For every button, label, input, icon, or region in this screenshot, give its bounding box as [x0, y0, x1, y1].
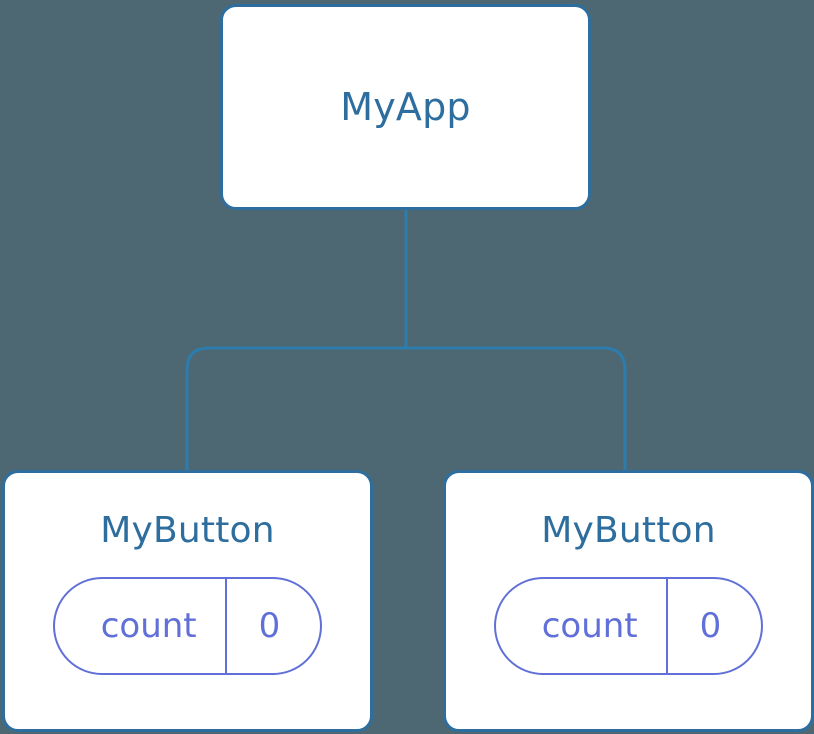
node-title: MyButton — [541, 510, 716, 551]
node-title: MyButton — [100, 510, 275, 551]
state-key: count — [100, 606, 197, 646]
state-badge[interactable]: count 0 — [52, 577, 323, 675]
state-badge[interactable]: count 0 — [493, 577, 764, 675]
state-divider — [665, 579, 668, 673]
tree-node-root[interactable]: MyApp — [220, 4, 591, 210]
state-value: 0 — [699, 606, 722, 646]
node-title: MyApp — [340, 85, 471, 129]
state-key: count — [541, 606, 638, 646]
connector-branch-left — [185, 346, 406, 470]
connector-branch-right — [406, 346, 627, 470]
state-divider — [224, 579, 227, 673]
state-value: 0 — [258, 606, 281, 646]
tree-node-child-1[interactable]: MyButton count 0 — [2, 470, 373, 732]
tree-node-child-2[interactable]: MyButton count 0 — [443, 470, 814, 732]
